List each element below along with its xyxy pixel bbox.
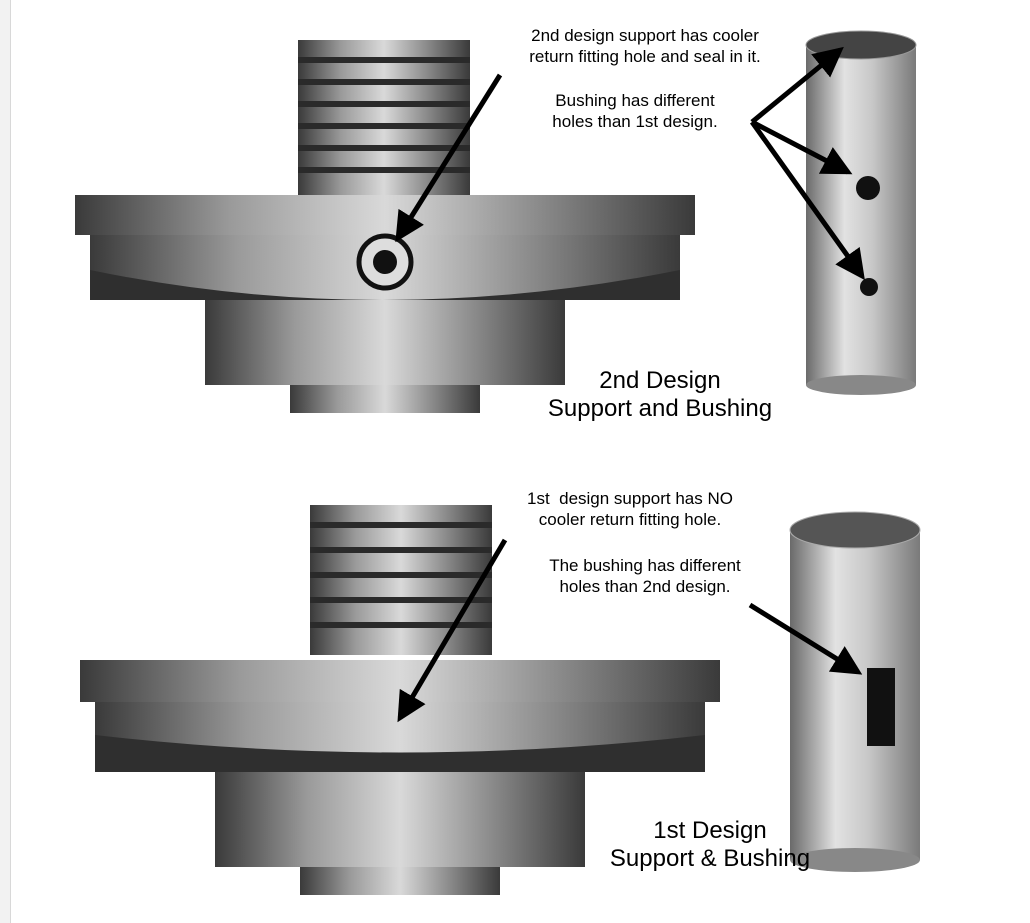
callout-arrows: [395, 46, 865, 723]
second-design-bushing-image: [805, 30, 917, 395]
first-design-title: 1st Design Support & Bushing: [609, 817, 811, 872]
first-design-bushing-image: [789, 511, 921, 872]
first-design-support-note: 1st design support has NO cooler return …: [526, 489, 733, 529]
second-design-title: 2nd Design Support and Bushing: [547, 367, 773, 422]
first-design-bushing-note: The bushing has different holes than 2nd…: [549, 556, 741, 596]
second-design-support-image: [75, 40, 695, 413]
second-design-support-note: 2nd design support has cooler return fit…: [529, 26, 761, 66]
second-design-bushing-note: Bushing has different holes than 1st des…: [552, 91, 718, 131]
page-edge: [0, 0, 11, 923]
